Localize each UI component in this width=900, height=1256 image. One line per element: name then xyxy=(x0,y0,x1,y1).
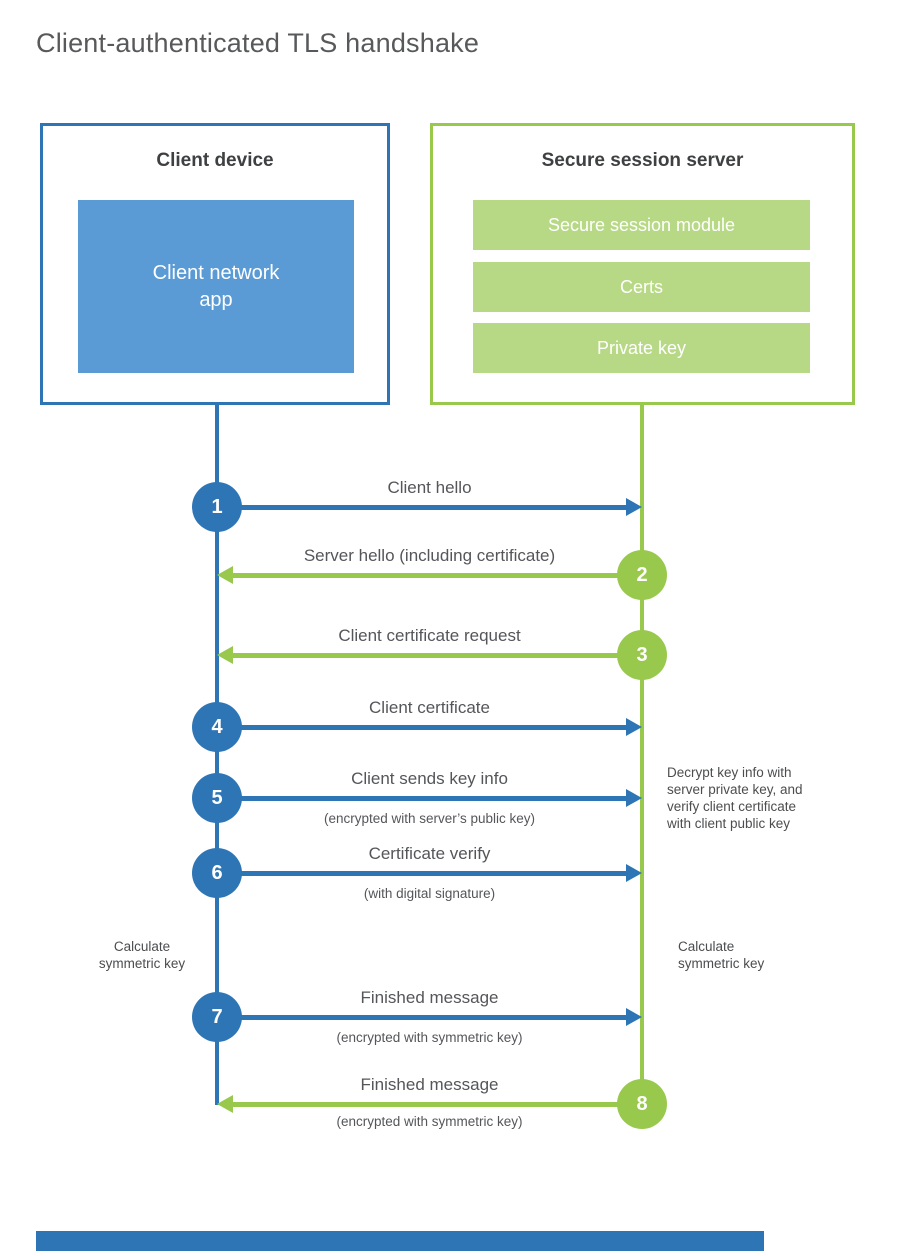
server-lifeline xyxy=(640,405,644,1127)
server-module-secure-session: Secure session module xyxy=(473,200,810,250)
arrowhead-right-icon xyxy=(626,498,642,516)
client-device-box: Client device Client network app xyxy=(40,123,390,405)
client-network-app-box: Client network app xyxy=(78,200,354,373)
arrowhead-left-icon xyxy=(217,646,233,664)
server-heading: Secure session server xyxy=(541,150,744,171)
calculate-symmetric-key-right: Calculate symmetric key xyxy=(678,939,765,971)
message-label: Certificate verify xyxy=(368,844,491,863)
message-label: Client hello xyxy=(387,478,472,497)
arrowhead-right-icon xyxy=(626,718,642,736)
message-arrow-line xyxy=(217,1015,630,1020)
arrowhead-left-icon xyxy=(217,566,233,584)
message-arrow-line xyxy=(217,871,630,876)
message-sublabel: (encrypted with server’s public key) xyxy=(323,811,536,826)
message-label: Server hello (including certificate) xyxy=(303,546,556,565)
message-arrow-line xyxy=(229,1102,642,1107)
client-lifeline xyxy=(215,405,219,1105)
step-circle: 3 xyxy=(617,630,667,680)
step-circle: 8 xyxy=(617,1079,667,1129)
server-module-certs: Certs xyxy=(473,262,810,312)
server-module-private-key: Private key xyxy=(473,323,810,373)
message-label: Client sends key info xyxy=(351,769,508,788)
server-box: Secure session server Secure session mod… xyxy=(430,123,855,405)
message-arrow-line xyxy=(217,796,630,801)
step-circle: 1 xyxy=(192,482,242,532)
message-arrow-line xyxy=(217,505,630,510)
step-circle: 5 xyxy=(192,773,242,823)
message-arrow-line xyxy=(229,573,642,578)
arrowhead-right-icon xyxy=(626,789,642,807)
message-label: Finished message xyxy=(360,988,499,1007)
calculate-symmetric-key-left: Calculate symmetric key xyxy=(98,939,186,971)
step-circle: 4 xyxy=(192,702,242,752)
arrowhead-right-icon xyxy=(626,864,642,882)
message-label: Client certificate xyxy=(369,698,490,717)
client-device-heading: Client device xyxy=(156,150,274,171)
footer-accent-bar xyxy=(36,1231,764,1251)
message-arrow-line xyxy=(229,653,642,658)
message-arrow-line xyxy=(217,725,630,730)
message-sublabel: (with digital signature) xyxy=(363,886,496,901)
step-circle: 7 xyxy=(192,992,242,1042)
message-label: Client certificate request xyxy=(338,626,521,645)
decrypt-note: Decrypt key info with server private key… xyxy=(667,765,803,831)
message-sublabel: (encrypted with symmetric key) xyxy=(336,1114,523,1129)
message-sublabel: (encrypted with symmetric key) xyxy=(336,1030,523,1045)
arrowhead-right-icon xyxy=(626,1008,642,1026)
step-circle: 2 xyxy=(617,550,667,600)
page-title: Client-authenticated TLS handshake xyxy=(36,28,480,58)
arrowhead-left-icon xyxy=(217,1095,233,1113)
step-circle: 6 xyxy=(192,848,242,898)
message-label: Finished message xyxy=(360,1075,499,1094)
